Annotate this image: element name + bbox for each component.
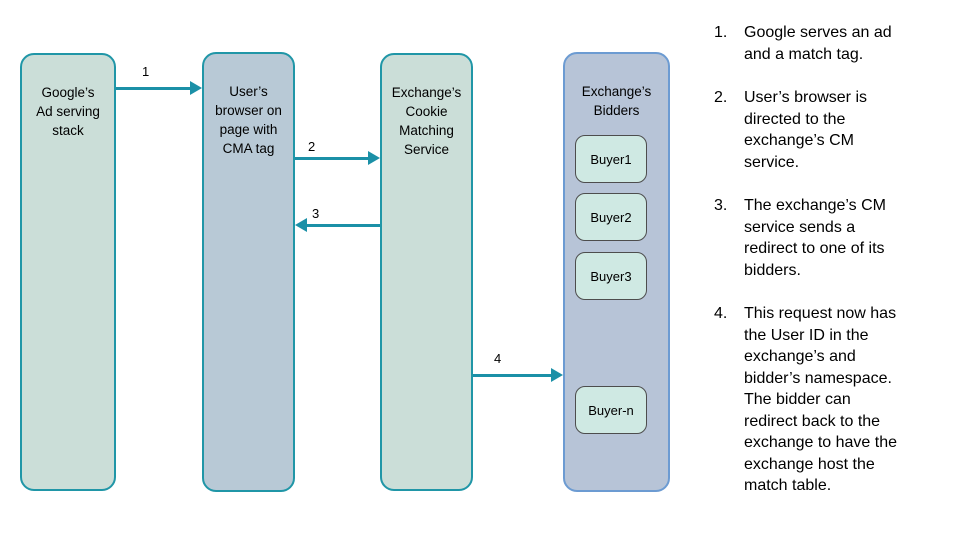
arrow-1-label: 1 xyxy=(142,64,150,79)
buyer-box-2: Buyer2 xyxy=(575,193,647,241)
arrow-4-label: 4 xyxy=(494,351,502,366)
arrow-2-line xyxy=(295,157,368,160)
node-cookie-matching-service-label: Exchange’s Cookie Matching Service xyxy=(391,85,462,157)
node-user-browser: User’s browser on page with CMA tag xyxy=(202,52,295,492)
step-1-number: 1. xyxy=(714,24,728,41)
step-item-2: 2. User’s browser is directed to the exc… xyxy=(700,87,956,173)
node-exchange-bidders-label: Exchange’s Bidders xyxy=(581,84,652,118)
buyer-box-3: Buyer3 xyxy=(575,252,647,300)
step-4-number: 4. xyxy=(714,305,728,322)
arrow-3-line xyxy=(307,224,380,227)
arrow-2-head-icon xyxy=(368,151,380,165)
arrow-1-line xyxy=(116,87,190,90)
step-4-text: This request now has the User ID in the … xyxy=(744,305,898,494)
node-google-ad-serving-stack-label: Google’s Ad serving stack xyxy=(36,85,100,138)
step-1-text: Google serves an ad and a match tag. xyxy=(744,24,892,63)
arrow-4-head-icon xyxy=(551,368,563,382)
step-2-text: User’s browser is directed to the exchan… xyxy=(744,89,867,171)
arrow-4-line xyxy=(473,374,551,377)
step-item-3: 3. The exchange’s CM service sends a red… xyxy=(700,195,956,281)
step-3-text: The exchange’s CM service sends a redire… xyxy=(744,197,886,279)
buyer-box-2-label: Buyer2 xyxy=(590,209,632,225)
buyer-box-3-label: Buyer3 xyxy=(590,268,632,284)
step-item-4: 4. This request now has the User ID in t… xyxy=(700,303,956,497)
node-google-ad-serving-stack: Google’s Ad serving stack xyxy=(20,53,116,491)
arrow-2-label: 2 xyxy=(308,139,316,154)
arrow-1-head-icon xyxy=(190,81,202,95)
arrow-3-label: 3 xyxy=(312,206,320,221)
step-2-number: 2. xyxy=(714,89,728,106)
buyer-box-n: Buyer-n xyxy=(575,386,647,434)
step-item-1: 1. Google serves an ad and a match tag. xyxy=(700,22,956,65)
node-user-browser-label: User’s browser on page with CMA tag xyxy=(215,84,282,156)
node-cookie-matching-service: Exchange’s Cookie Matching Service xyxy=(380,53,473,491)
buyer-box-n-label: Buyer-n xyxy=(588,402,634,418)
step-3-number: 3. xyxy=(714,197,728,214)
buyer-box-1: Buyer1 xyxy=(575,135,647,183)
steps-list: 1. Google serves an ad and a match tag. … xyxy=(700,0,956,497)
buyer-box-1-label: Buyer1 xyxy=(590,151,632,167)
arrow-3-head-icon xyxy=(295,218,307,232)
